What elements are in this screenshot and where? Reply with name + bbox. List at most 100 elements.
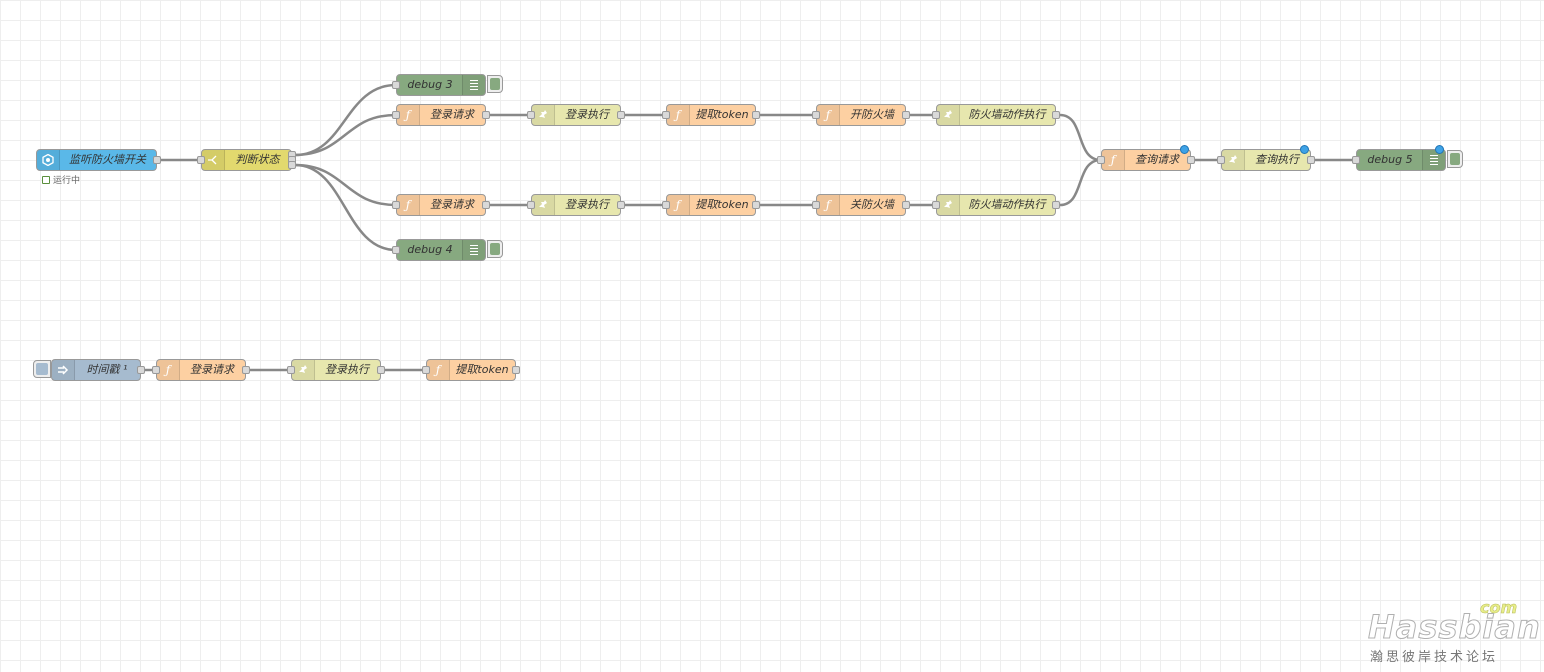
input-port[interactable] (392, 81, 400, 89)
node-status: 运行中 (42, 173, 80, 186)
output-port[interactable] (902, 201, 910, 209)
http-request-icon (937, 105, 960, 125)
node-label: 登录请求 (430, 198, 474, 211)
input-port[interactable] (392, 246, 400, 254)
function-node-extract-token[interactable]: ƒ 提取token (422, 359, 520, 381)
debug-toggle-button[interactable] (487, 240, 503, 258)
function-icon: ƒ (817, 195, 840, 215)
output-port[interactable] (482, 201, 490, 209)
output-port[interactable] (512, 366, 520, 374)
inject-arrow-icon (52, 360, 75, 380)
debug-node-5[interactable]: debug 5 (1352, 145, 1446, 171)
debug-node-4[interactable]: debug 4 (392, 239, 486, 261)
debug-toggle-button[interactable] (487, 75, 503, 93)
input-port[interactable] (1217, 156, 1225, 164)
input-port[interactable] (527, 201, 535, 209)
inject-node-timestamp[interactable]: 时间戳 ¹ (51, 359, 145, 381)
function-node-login-request[interactable]: ƒ 登录请求 (392, 194, 490, 216)
input-port[interactable] (662, 201, 670, 209)
function-node-extract-token[interactable]: ƒ 提取token (662, 104, 760, 126)
function-node-open-firewall[interactable]: ƒ 开防火墙 (812, 104, 910, 126)
output-port[interactable] (752, 201, 760, 209)
http-request-node-login-exec[interactable]: 登录执行 (527, 194, 625, 216)
http-request-icon (1222, 150, 1245, 170)
http-request-icon (292, 360, 315, 380)
events-state-node[interactable]: 监听防火墙开关 (36, 149, 161, 171)
input-port[interactable] (1352, 156, 1360, 164)
output-port[interactable] (242, 366, 250, 374)
output-port[interactable] (617, 201, 625, 209)
output-port[interactable] (137, 366, 145, 374)
node-label: 防火墙动作执行 (968, 108, 1046, 121)
input-port[interactable] (152, 366, 160, 374)
list-icon (462, 75, 485, 95)
function-node-extract-token[interactable]: ƒ 提取token (662, 194, 760, 216)
http-request-node-query-exec[interactable]: 查询执行 (1217, 145, 1315, 171)
output-port[interactable] (752, 111, 760, 119)
input-port[interactable] (197, 156, 205, 164)
input-port[interactable] (1097, 156, 1105, 164)
http-request-node-firewall-action[interactable]: 防火墙动作执行 (932, 194, 1060, 216)
input-port[interactable] (932, 111, 940, 119)
node-label: 提取token (695, 198, 749, 211)
function-node-login-request[interactable]: ƒ 登录请求 (392, 104, 490, 126)
input-port[interactable] (812, 201, 820, 209)
node-label: 时间戳 ¹ (86, 363, 128, 376)
wire (1059, 113, 1102, 162)
output-port[interactable] (1052, 201, 1060, 209)
node-label: 登录请求 (190, 363, 234, 376)
wire (294, 83, 397, 157)
node-label: 查询请求 (1135, 153, 1179, 166)
changed-indicator-icon (1300, 145, 1309, 154)
http-request-node-login-exec[interactable]: 登录执行 (287, 359, 385, 381)
output-port[interactable] (617, 111, 625, 119)
inject-trigger-button[interactable] (33, 360, 51, 378)
node-label: 登录执行 (565, 198, 609, 211)
debug-node-3[interactable]: debug 3 (392, 74, 486, 96)
input-port[interactable] (392, 111, 400, 119)
input-port[interactable] (527, 111, 535, 119)
http-request-node-login-exec[interactable]: 登录执行 (527, 104, 625, 126)
function-icon: ƒ (157, 360, 180, 380)
function-icon: ƒ (667, 195, 690, 215)
input-port[interactable] (812, 111, 820, 119)
output-port[interactable] (377, 366, 385, 374)
status-indicator-icon (42, 175, 50, 184)
output-port[interactable] (1052, 111, 1060, 119)
switch-icon (202, 150, 225, 170)
input-port[interactable] (287, 366, 295, 374)
list-icon (462, 240, 485, 260)
input-port[interactable] (662, 111, 670, 119)
node-label: debug 5 (1367, 153, 1413, 166)
function-node-login-request[interactable]: ƒ 登录请求 (152, 359, 250, 381)
changed-indicator-icon (1180, 145, 1189, 154)
node-label: 防火墙动作执行 (968, 198, 1046, 211)
function-node-query-request[interactable]: ƒ 查询请求 (1097, 145, 1195, 171)
debug-toggle-button[interactable] (1447, 150, 1463, 168)
output-port[interactable] (482, 111, 490, 119)
output-port[interactable] (1307, 156, 1315, 164)
output-port[interactable] (153, 156, 161, 164)
output-port[interactable] (902, 111, 910, 119)
function-node-close-firewall[interactable]: ƒ 关防火墙 (812, 194, 910, 216)
input-port[interactable] (932, 201, 940, 209)
switch-node[interactable]: 判断状态 (197, 149, 296, 171)
watermark-subtitle: 瀚思彼岸技术论坛 (1370, 650, 1499, 665)
node-label: 登录执行 (565, 108, 609, 121)
node-label: 开防火墙 (850, 108, 894, 121)
http-request-icon (937, 195, 960, 215)
http-request-icon (532, 105, 555, 125)
http-request-node-firewall-action[interactable]: 防火墙动作执行 (932, 104, 1060, 126)
input-port[interactable] (392, 201, 400, 209)
output-port-3[interactable] (288, 161, 296, 169)
wire (294, 163, 397, 207)
node-label: debug 3 (407, 78, 453, 91)
output-port[interactable] (1187, 156, 1195, 164)
function-icon: ƒ (427, 360, 450, 380)
list-icon (1422, 150, 1445, 170)
node-label: 判断状态 (235, 153, 280, 166)
watermark-tld: com (1480, 598, 1518, 618)
input-port[interactable] (422, 366, 430, 374)
watermark-brand: Hassbian (1368, 608, 1541, 647)
